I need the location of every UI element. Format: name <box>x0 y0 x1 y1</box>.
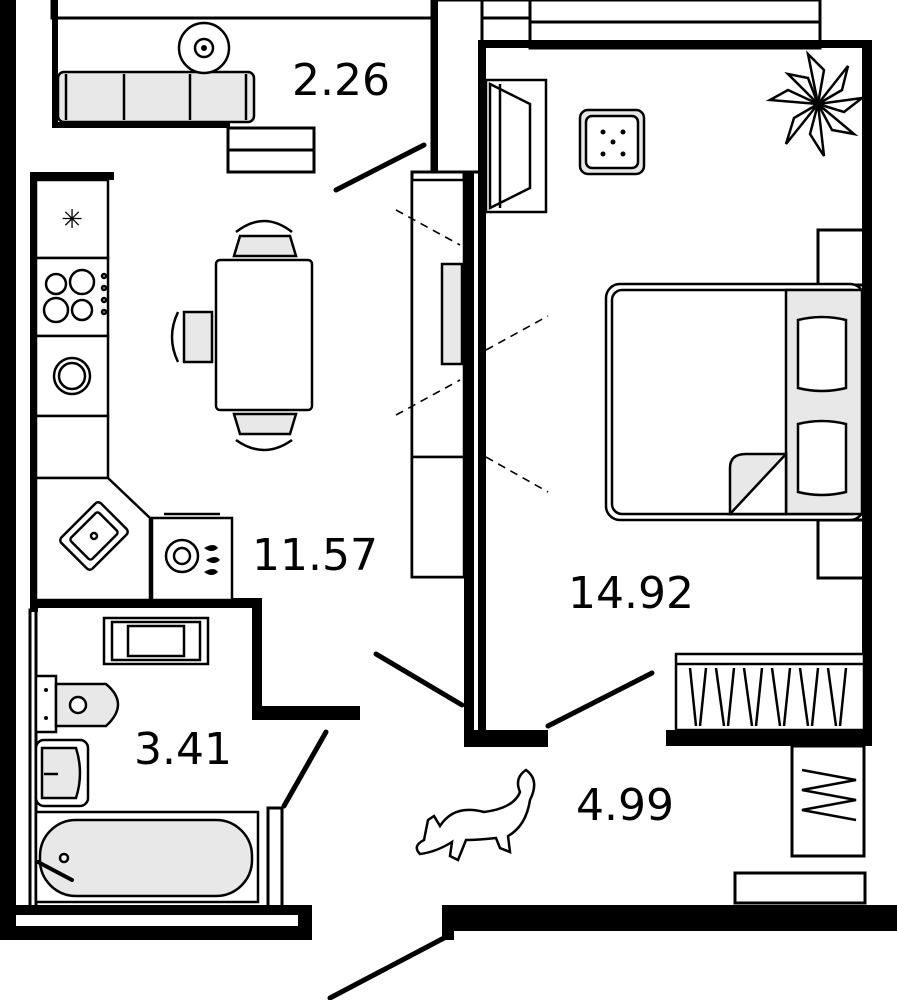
washing-machine <box>102 616 210 666</box>
kitchen-units: ✳ <box>34 178 234 602</box>
bathtub <box>34 810 260 904</box>
bedroom-desk <box>484 78 548 214</box>
wardrobe <box>395 178 549 579</box>
area-kitchen-living: 11.57 <box>252 530 378 581</box>
radiator <box>674 652 866 732</box>
area-labels: 2.26 11.57 14.92 3.41 4.99 <box>134 55 694 831</box>
ottoman <box>578 108 646 176</box>
doors <box>281 142 655 1000</box>
washbasin <box>34 738 90 808</box>
dog-icon <box>415 768 536 862</box>
area-bathroom: 3.41 <box>134 724 232 775</box>
balcony-sofa <box>56 70 256 124</box>
balcony-side-table <box>177 21 231 75</box>
area-bedroom: 14.92 <box>568 568 694 619</box>
hallway-cabinet <box>801 768 857 822</box>
toilet <box>34 674 120 734</box>
walls <box>0 0 897 940</box>
double-bed <box>604 282 866 522</box>
area-hallway: 4.99 <box>576 780 674 831</box>
svg-text:✳: ✳ <box>61 205 83 235</box>
plant-icon <box>765 50 867 157</box>
area-balcony: 2.26 <box>292 55 390 106</box>
dining-table <box>170 219 314 452</box>
